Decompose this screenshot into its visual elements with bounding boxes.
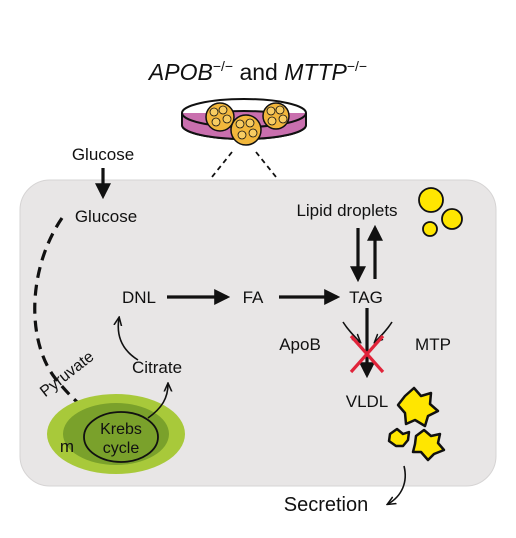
zoom-line-left xyxy=(207,151,233,183)
krebs-label-line1: Krebs xyxy=(100,421,142,438)
vldl-particle-large-icon xyxy=(396,386,440,428)
krebs-label-line2: cycle xyxy=(103,440,140,457)
blocked-cross-icon xyxy=(349,334,385,374)
lipid-droplet-large xyxy=(418,187,444,213)
vldl-particle-small-icon xyxy=(387,427,411,448)
glucose-outside-label: Glucose xyxy=(72,145,134,164)
mtp-contribution-arrow xyxy=(375,321,393,342)
lipid-droplets-label: Lipid droplets xyxy=(296,201,397,220)
citrate-to-dnl-arrow xyxy=(118,318,139,361)
mtp-label: MTP xyxy=(415,335,451,354)
lipid-droplet-small xyxy=(422,221,438,237)
dnl-label: DNL xyxy=(122,288,156,307)
krebs-cycle-loop xyxy=(83,411,159,463)
lipid-droplet-medium xyxy=(441,208,463,230)
organoid-cluster-center xyxy=(230,114,262,146)
organoid-cluster-left xyxy=(205,102,235,132)
krebs-to-citrate-arrow xyxy=(147,384,168,419)
apob-label: ApoB xyxy=(279,335,321,354)
figure-title: APOB−/− and MTTP−/− xyxy=(147,58,367,85)
citrate-label: Citrate xyxy=(132,358,182,377)
vldl-particle-medium-icon xyxy=(411,428,446,462)
glycolysis-dashed-arrow xyxy=(33,217,95,416)
organoid-cluster-right xyxy=(262,102,290,130)
secretion-label: Secretion xyxy=(284,494,369,516)
mitochondrion-m-label: m xyxy=(60,437,74,456)
zoom-line-right xyxy=(255,151,281,183)
vldl-label: VLDL xyxy=(346,392,389,411)
apob-contribution-arrow xyxy=(342,321,360,342)
secretion-arrow xyxy=(388,465,406,504)
glucose-inside-label: Glucose xyxy=(75,207,137,226)
tag-label: TAG xyxy=(349,288,383,307)
fa-label: FA xyxy=(243,288,264,307)
